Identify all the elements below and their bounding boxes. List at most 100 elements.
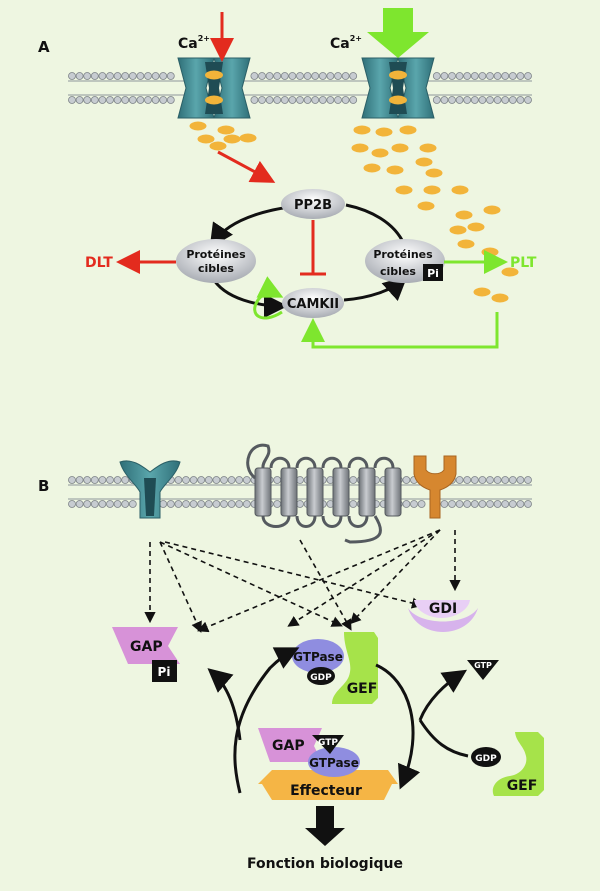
lipid-head xyxy=(197,500,206,508)
lipid-head xyxy=(455,476,464,484)
gap-label: GAP xyxy=(130,639,163,655)
lipid-head xyxy=(121,96,130,104)
pp2b-node xyxy=(281,189,345,219)
lipid-head xyxy=(83,96,92,104)
panel-b-label: B xyxy=(38,477,49,495)
calcium-ion xyxy=(371,148,389,158)
lipid-head xyxy=(432,96,441,104)
lipid-head xyxy=(75,500,84,508)
lipid-head xyxy=(478,72,487,80)
lipid-head xyxy=(448,72,456,80)
lipid-head xyxy=(349,96,358,104)
lipid-head xyxy=(68,500,76,508)
gdp-top xyxy=(307,667,335,685)
transmembrane-helix xyxy=(254,467,272,517)
lipid-head xyxy=(106,72,114,80)
calcium-ion xyxy=(363,163,381,173)
lipid-head xyxy=(189,500,198,508)
lipid-head xyxy=(486,72,494,80)
calcium-ion xyxy=(425,168,443,178)
lipid-head xyxy=(349,72,358,80)
biological-function-label: Fonction biologique xyxy=(247,856,403,872)
lipid-head xyxy=(220,476,228,484)
pp2b-inhibits-camkii xyxy=(300,220,326,276)
lipid-head xyxy=(508,96,517,104)
membrane-a xyxy=(68,72,532,104)
calcium-channel-right xyxy=(361,57,435,119)
calcium-ion xyxy=(417,201,435,211)
lipid-head xyxy=(463,72,472,80)
calcium-ion xyxy=(481,247,499,257)
lipid-head xyxy=(83,500,92,508)
transmembrane-helix xyxy=(306,467,324,517)
lipid-head xyxy=(524,476,532,484)
target-proteins-right-line2: cibles xyxy=(380,265,416,278)
gpcr-loops xyxy=(246,443,395,544)
gef-right xyxy=(492,732,544,796)
lipid-head xyxy=(128,500,137,508)
calcium-ion xyxy=(395,185,413,195)
lipid-head xyxy=(508,500,517,508)
lipid-head xyxy=(432,72,441,80)
effecteur-protein xyxy=(258,770,398,800)
arrow-to-pp2b xyxy=(217,150,276,183)
lipid-head xyxy=(508,72,517,80)
lipid-head xyxy=(311,72,320,80)
dashed-arrow xyxy=(164,541,424,609)
lipid-head xyxy=(136,72,145,80)
complex-gap-label: GAP xyxy=(272,738,305,754)
lipid-head xyxy=(303,96,312,104)
lipid-head xyxy=(402,500,411,508)
lipid-head xyxy=(349,500,358,508)
lipid-head xyxy=(501,96,510,104)
lipid-head xyxy=(151,72,160,80)
gef-top-label: GEF xyxy=(347,681,378,697)
lipid-head xyxy=(235,500,244,508)
orange-receptor xyxy=(413,455,457,519)
lipid-head xyxy=(478,500,487,508)
gtpase-top-label: GTPase xyxy=(293,650,343,664)
calcium-ion xyxy=(386,165,404,175)
lipid-head xyxy=(296,500,304,508)
lipid-head xyxy=(68,72,76,80)
complex-gtp-label: GTP xyxy=(318,738,338,748)
lipid-head xyxy=(144,72,152,80)
lipid-head xyxy=(90,96,99,104)
lipid-head xyxy=(349,476,358,484)
plt-label: PLT xyxy=(510,255,537,271)
lipid-head xyxy=(440,72,449,80)
lipid-head xyxy=(98,72,107,80)
lipid-head xyxy=(227,500,236,508)
lipid-head xyxy=(455,96,464,104)
lipid-head xyxy=(98,96,107,104)
calcium-ion xyxy=(399,125,417,135)
lipid-head xyxy=(113,476,122,484)
lipid-head xyxy=(83,72,92,80)
phosphate-tag-a xyxy=(423,264,443,281)
lipid-head xyxy=(113,96,122,104)
lipid-head xyxy=(280,72,289,80)
calcium-ion xyxy=(351,143,369,153)
lipid-head xyxy=(501,72,510,80)
lipid-head xyxy=(455,72,464,80)
lipid-head xyxy=(98,476,107,484)
calcium-ion xyxy=(455,210,473,220)
lipid-head xyxy=(486,476,494,484)
complex-gtp xyxy=(312,735,344,754)
camkii-label: CAMKII xyxy=(287,297,339,312)
lipid-head xyxy=(440,96,449,104)
lipid-head xyxy=(326,72,335,80)
lipid-head xyxy=(463,500,472,508)
dashed-arrow xyxy=(349,529,441,625)
phosphate-tag-b xyxy=(152,660,177,682)
lipid-head xyxy=(250,72,259,80)
lipid-head xyxy=(326,96,335,104)
lipid-head xyxy=(493,96,502,104)
calcium-ions xyxy=(189,121,519,303)
target-proteins-left-line1: Protéines xyxy=(186,248,246,261)
calcium-ion xyxy=(483,205,501,215)
lipid-head xyxy=(98,500,107,508)
lipid-head xyxy=(493,500,502,508)
lipid-head xyxy=(68,476,76,484)
